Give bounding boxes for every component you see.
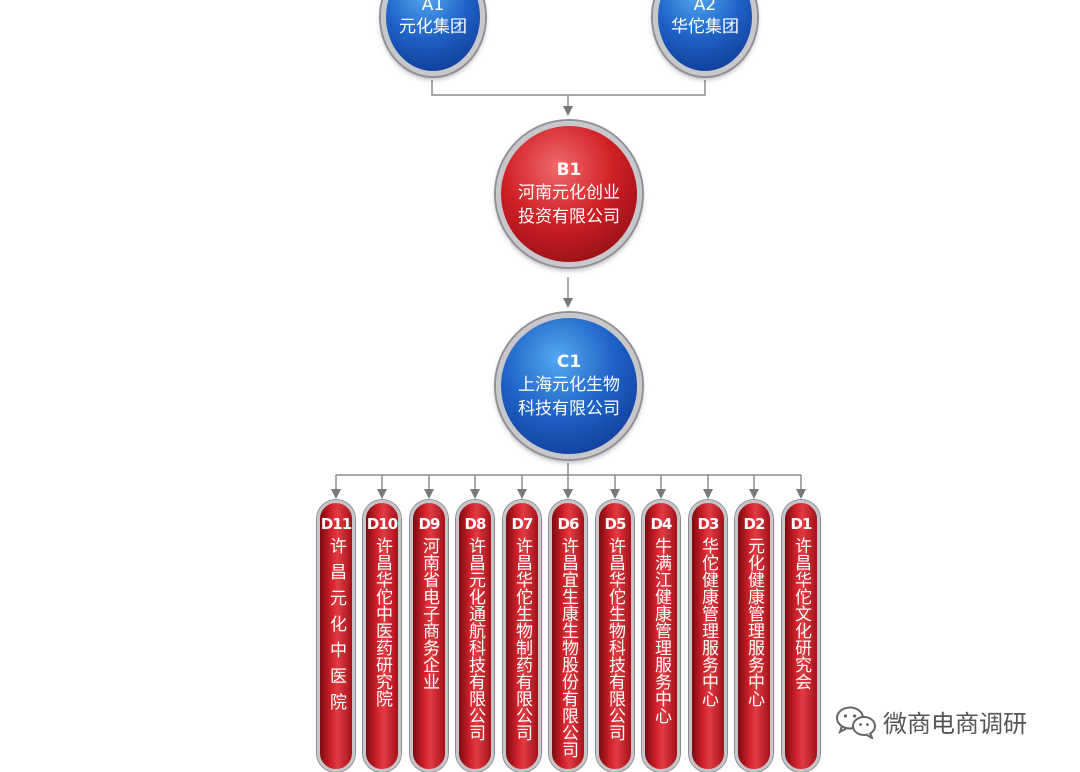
- subsidiary-pill-d5: D5 许昌华佗生物科技有限公司: [596, 500, 634, 772]
- subsidiary-code: D5: [604, 515, 627, 533]
- node-c1-line-1: 上海元化生物: [518, 374, 620, 395]
- wechat-icon: [836, 706, 876, 739]
- subsidiary-code: D10: [366, 515, 398, 533]
- watermark-text: 微商电商调研: [883, 710, 1027, 738]
- node-c1-code: C1: [556, 351, 582, 372]
- subsidiary-name: 许昌元化中医院: [326, 537, 346, 719]
- node-c1-line-2: 科技有限公司: [518, 398, 620, 419]
- node-a2-code: A2: [693, 0, 717, 15]
- subsidiary-pill-d6: D6 许昌宜生康生物股份有限公司: [549, 500, 587, 772]
- subsidiary-code: D9: [418, 515, 441, 533]
- subsidiary-arrows: [331, 475, 806, 499]
- subsidiary-pill-d11: D11 许昌元化中医院: [317, 500, 355, 772]
- subsidiary-code: D7: [511, 515, 534, 533]
- node-a2-line-1: 华佗集团: [671, 17, 739, 37]
- subsidiary-name: 许昌华佗生物科技有限公司: [605, 537, 625, 741]
- node-b1-code: B1: [556, 159, 582, 180]
- subsidiary-pill-d2: D2 元化健康管理服务中心: [735, 500, 773, 772]
- subsidiary-code: D11: [320, 515, 352, 533]
- subsidiary-name: 许昌华佗文化研究会: [791, 537, 811, 690]
- subsidiary-name: 牛满江健康管理服务中心: [651, 537, 671, 724]
- subsidiary-code: D3: [697, 515, 720, 533]
- subsidiary-name: 许昌宜生康生物股份有限公司: [558, 537, 578, 758]
- node-a1-line-1: 元化集团: [399, 17, 467, 37]
- node-b1-line-1: 河南元化创业: [518, 182, 620, 203]
- node-b1: B1 河南元化创业 投资有限公司: [496, 121, 642, 267]
- subsidiary-code: D6: [557, 515, 580, 533]
- subsidiary-pill-d10: D10 许昌华佗中医药研究院: [363, 500, 401, 772]
- node-c1: C1 上海元化生物 科技有限公司: [496, 313, 642, 459]
- subsidiary-pill-d1: D1 许昌华佗文化研究会: [782, 500, 820, 772]
- subsidiary-name: 许昌华佗中医药研究院: [372, 537, 392, 707]
- subsidiary-pill-d8: D8 许昌元化通航科技有限公司: [456, 500, 494, 772]
- subsidiary-name: 许昌华佗生物制药有限公司: [512, 537, 532, 741]
- subsidiary-name: 华佗健康管理服务中心: [698, 537, 718, 707]
- subsidiary-code: D2: [743, 515, 766, 533]
- node-b1-line-2: 投资有限公司: [518, 206, 620, 227]
- subsidiary-code: D4: [650, 515, 673, 533]
- subsidiary-pill-d3: D3 华佗健康管理服务中心: [689, 500, 727, 772]
- watermark: 微商电商调研: [835, 704, 1027, 739]
- node-a1-code: A1: [421, 0, 445, 15]
- a-group-connector: [431, 80, 706, 96]
- subsidiary-pill-d9: D9 河南省电子商务企业: [410, 500, 448, 772]
- subsidiary-name: 元化健康管理服务中心: [744, 537, 764, 707]
- subsidiary-pill-d4: D4 牛满江健康管理服务中心: [642, 500, 680, 772]
- subsidiary-name: 许昌元化通航科技有限公司: [465, 537, 485, 741]
- subsidiary-pill-d7: D7 许昌华佗生物制药有限公司: [503, 500, 541, 772]
- subsidiary-code: D8: [464, 515, 487, 533]
- subsidiary-name: 河南省电子商务企业: [419, 537, 439, 690]
- subsidiary-code: D1: [790, 515, 813, 533]
